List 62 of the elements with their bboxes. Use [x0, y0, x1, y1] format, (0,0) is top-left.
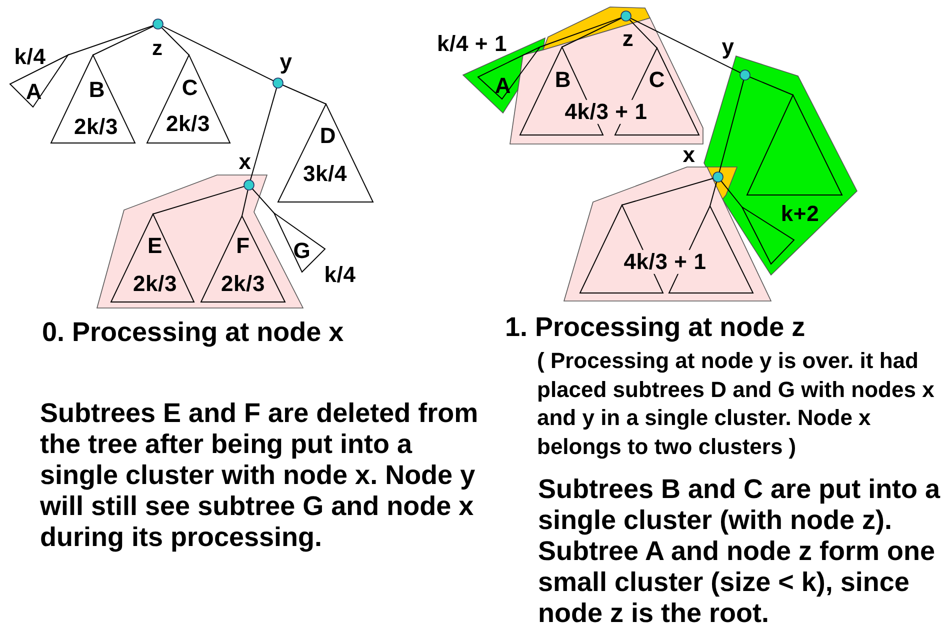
subtree-triangle — [201, 216, 285, 302]
tree-edge — [630, 18, 742, 74]
size-label: k/4 — [324, 262, 356, 288]
size-label: k/4 + 1 — [437, 32, 507, 56]
tree-edge — [710, 181, 718, 206]
subtree-triangle — [615, 48, 699, 135]
node-label: z — [152, 36, 164, 62]
node-label: y — [280, 50, 292, 74]
tree-edge — [622, 178, 714, 206]
cluster-size-label: 4k/3 + 1 — [622, 250, 708, 274]
tree-edge — [282, 84, 326, 104]
subtree-label: A — [494, 74, 512, 98]
tree-edge — [562, 18, 622, 48]
subtree-triangle — [51, 55, 135, 143]
cluster-size-label: 4k/3 + 1 — [562, 100, 650, 124]
tree-edge — [162, 26, 274, 82]
subtree-label: A — [26, 80, 42, 104]
subtree-label: C — [182, 76, 198, 100]
explanation-text: ( Processing at node y is over. it had placed subtrees D and G with nodes x and y in a single cluster. Node x belongs to two clusters ) — [537, 347, 936, 461]
tree-edge — [242, 189, 248, 216]
subtree-triangle — [147, 55, 230, 143]
tree-node-circle — [152, 18, 164, 30]
subtree-label: G — [293, 238, 311, 264]
tree-edge — [540, 17, 622, 48]
explanation-text: Subtrees E and F are deleted from the tree after being put into a single cluster with node x. Node y will still see subtree G and node x during its processing. — [40, 398, 480, 553]
explanation-text: Subtrees B and C are put into a single cluster (with node z). Subtree A and node z form one small cluster (size < k), since node z is the root. — [538, 474, 942, 629]
subtree-triangle — [111, 214, 194, 302]
cluster-region — [510, 18, 703, 144]
node-label: x — [238, 150, 252, 174]
node-label: y — [722, 34, 734, 60]
size-label: 3k/4 — [302, 162, 348, 186]
subtree-label: F — [236, 234, 250, 258]
subtree-label: B — [554, 68, 572, 92]
tree-edge — [749, 76, 794, 96]
tree-edge — [92, 26, 154, 56]
size-label: 2k/3 — [220, 272, 266, 296]
subtree-triangle — [278, 104, 373, 202]
subtree-label: B — [88, 78, 106, 102]
tree-edge — [152, 186, 245, 214]
subtree-triangle — [747, 95, 842, 195]
tree-edge — [720, 180, 742, 208]
step-heading: 1. Processing at node z — [505, 311, 806, 344]
subtree-label: C — [648, 68, 666, 92]
size-label: 2k/3 — [132, 272, 178, 296]
node-label: z — [622, 26, 634, 52]
tree-edge — [250, 87, 278, 181]
size-label: 2k/3 — [166, 112, 210, 136]
node-label: x — [682, 142, 696, 168]
size-label: k/4 — [14, 44, 46, 70]
tree-edge — [252, 188, 274, 214]
subtree-triangle — [669, 206, 753, 293]
tree-edge — [628, 19, 658, 48]
subtree-label: E — [148, 234, 162, 258]
tree-edge — [161, 27, 190, 56]
subtree-triangle — [274, 213, 325, 272]
size-label: 2k/3 — [74, 114, 118, 140]
subtree-label: D — [320, 124, 336, 148]
cluster-region — [564, 167, 771, 301]
tree-node-circle — [272, 77, 284, 89]
step-heading: 0. Processing at node x — [42, 316, 345, 348]
tree-edge — [68, 25, 154, 56]
tree-edge — [718, 79, 744, 173]
